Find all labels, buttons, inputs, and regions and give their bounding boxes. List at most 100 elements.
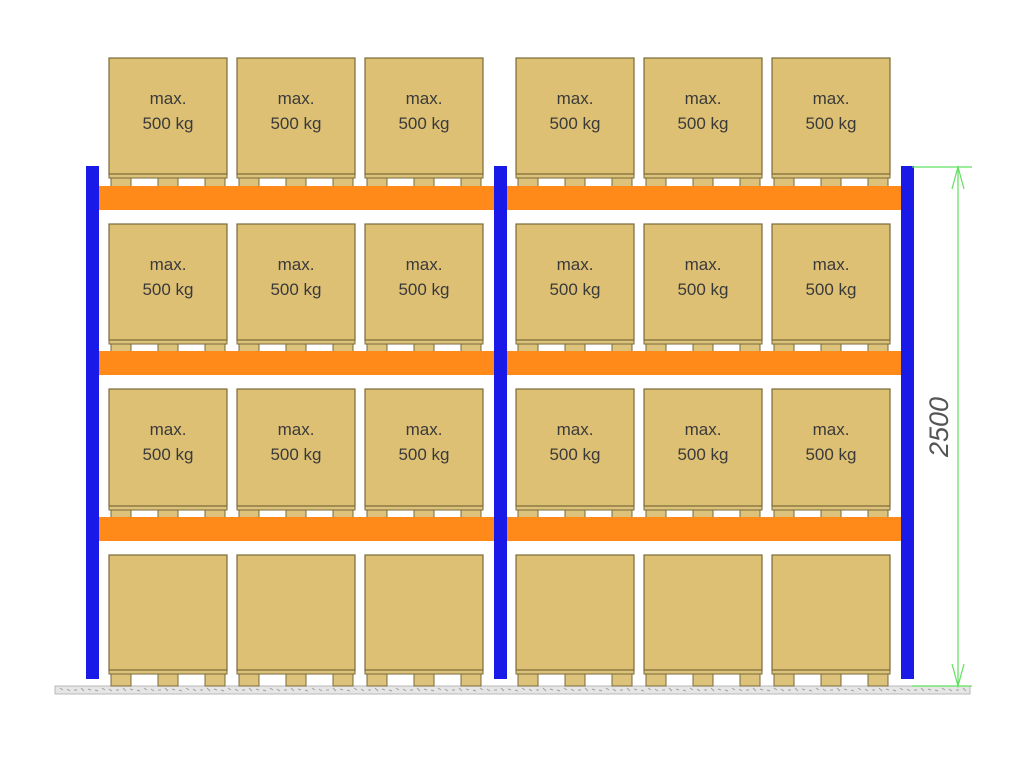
- floor-texture-mark: [416, 687, 421, 692]
- loaded-pallet: max.500 kg: [643, 388, 763, 522]
- floor-texture-mark: [234, 688, 239, 692]
- box-label-max: max.: [557, 255, 594, 274]
- floor-texture-mark: [738, 688, 743, 692]
- floor-texture-mark: [927, 688, 932, 691]
- box-label-weight: 500 kg: [270, 114, 321, 133]
- box-label-max: max.: [406, 89, 443, 108]
- cargo-box: [364, 57, 484, 175]
- pallet-block: [739, 673, 761, 687]
- floor-texture-mark: [402, 688, 407, 692]
- floor-texture-mark: [717, 688, 722, 691]
- pallet-block: [517, 673, 539, 687]
- floor-texture-mark: [528, 688, 533, 692]
- floor-texture-mark: [689, 687, 694, 691]
- floor-texture-mark: [591, 688, 596, 691]
- beam-right-bay: [500, 517, 907, 541]
- loaded-pallet: [643, 554, 763, 687]
- pallet-block: [285, 673, 307, 687]
- floor-texture-mark: [479, 687, 484, 691]
- floor-texture-mark: [542, 687, 547, 692]
- loaded-pallet: max.500 kg: [108, 388, 228, 522]
- pallet-deck: [515, 173, 635, 179]
- floor-texture-mark: [227, 687, 232, 691]
- pallet-block: [564, 673, 586, 687]
- loaded-pallet: max.500 kg: [108, 223, 228, 357]
- pallet-deck: [364, 505, 484, 511]
- floor-texture-mark: [920, 687, 925, 692]
- cargo-box: [364, 388, 484, 507]
- cargo-box: [108, 554, 228, 671]
- floor-texture-mark: [759, 688, 764, 691]
- height-dimension: 2500: [912, 164, 972, 689]
- box-label-max: max.: [150, 89, 187, 108]
- loaded-pallet: max.500 kg: [771, 57, 891, 191]
- floor: [54, 685, 971, 695]
- floor-texture-mark: [185, 687, 190, 691]
- pallet-block: [157, 673, 179, 687]
- floor-texture-mark: [724, 689, 729, 692]
- floor-texture-mark: [934, 689, 939, 692]
- box-label-max: max.: [406, 255, 443, 274]
- floor-texture-mark: [633, 688, 638, 691]
- floor-texture-mark: [318, 688, 323, 692]
- floor-texture-mark: [164, 687, 169, 692]
- floor-texture-mark: [248, 687, 253, 692]
- floor-texture-mark: [353, 687, 358, 691]
- loaded-pallet: [515, 554, 635, 687]
- floor-texture-mark: [192, 688, 197, 692]
- box-label-weight: 500 kg: [805, 114, 856, 133]
- floor-texture-mark: [486, 688, 491, 692]
- pallet-deck: [236, 173, 356, 179]
- floor-texture-mark: [465, 688, 470, 691]
- pallet-deck: [771, 173, 891, 179]
- cargo-box: [515, 388, 635, 507]
- floor-texture-mark: [549, 688, 554, 691]
- pallet-block: [204, 673, 226, 687]
- loaded-pallet: max.500 kg: [364, 57, 484, 191]
- box-label-max: max.: [813, 420, 850, 439]
- floor-texture-mark: [423, 688, 428, 691]
- pallet-block: [238, 673, 260, 687]
- cargo-box: [236, 554, 356, 671]
- pallet-deck: [643, 173, 763, 179]
- floor-texture-mark: [878, 687, 883, 692]
- floor-texture-mark: [178, 689, 183, 692]
- loaded-pallet: max.500 kg: [364, 388, 484, 522]
- floor-slab: [54, 685, 971, 695]
- pallet-deck: [364, 339, 484, 345]
- box-label-weight: 500 kg: [142, 445, 193, 464]
- box-label-weight: 500 kg: [398, 280, 449, 299]
- floor-texture-mark: [654, 688, 659, 692]
- floor-texture-mark: [388, 689, 393, 692]
- floor-texture-mark: [269, 687, 274, 691]
- pallet-block: [867, 673, 889, 687]
- cargo-box: [771, 388, 891, 507]
- floor-texture-mark: [66, 688, 71, 692]
- box-label-weight: 500 kg: [270, 280, 321, 299]
- pallet-deck: [108, 505, 228, 511]
- box-label-max: max.: [685, 255, 722, 274]
- pallet-deck: [643, 339, 763, 345]
- floor-texture-mark: [899, 687, 904, 691]
- floor-texture-mark: [500, 687, 505, 692]
- floor-texture-mark: [80, 687, 85, 692]
- floor-texture-mark: [108, 688, 113, 692]
- floor-texture-mark: [297, 688, 302, 691]
- floor-texture-mark: [521, 687, 526, 691]
- beam-left-bay: [92, 517, 497, 541]
- floor-texture-mark: [731, 687, 736, 691]
- loaded-pallet: max. 500 kg: [364, 223, 484, 357]
- pallet-deck: [108, 173, 228, 179]
- pallet-deck: [236, 339, 356, 345]
- floor-texture-mark: [87, 688, 92, 691]
- pallet-deck: [771, 505, 891, 511]
- floor-texture-mark: [850, 689, 855, 692]
- floor-texture-mark: [311, 687, 316, 691]
- floor-texture-mark: [864, 688, 869, 692]
- beam-left-bay: [92, 186, 497, 210]
- cargo-box: [108, 57, 228, 175]
- cargo-box: [108, 223, 228, 341]
- pallet-deck: [515, 339, 635, 345]
- floor-texture-mark: [143, 687, 148, 691]
- cargo-box: [236, 388, 356, 507]
